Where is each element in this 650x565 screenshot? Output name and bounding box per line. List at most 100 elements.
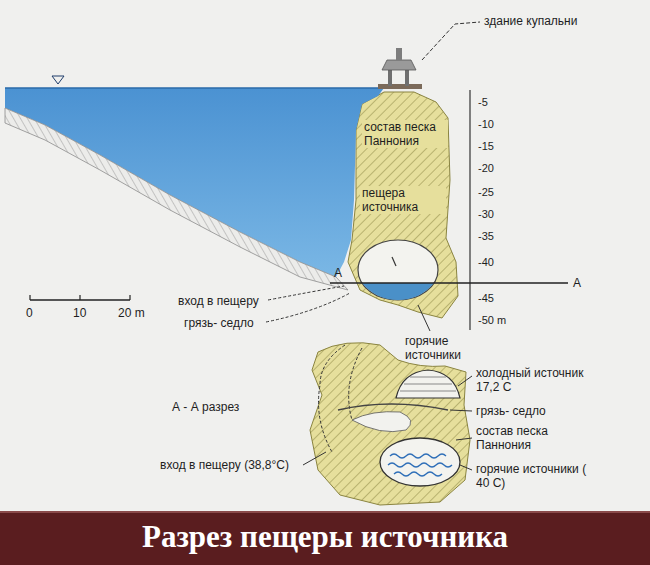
cave-water [362, 283, 434, 300]
scale-value-holder: 10 [73, 306, 86, 320]
layer-label: состав песка Паннония [362, 120, 448, 148]
depth-scale [469, 90, 470, 330]
depth-mark-holder: -30 [478, 208, 494, 221]
leader-line [303, 452, 326, 465]
mud-label-holder: грязь- седло [184, 316, 254, 330]
depth-mark: -20 [478, 162, 494, 175]
depth-mark-holder: -45 [478, 292, 494, 305]
section-sand [310, 343, 470, 505]
depth-mark: -25 [478, 186, 494, 199]
section-title-holder: А - А разрез [172, 400, 239, 414]
building-label-holder: здание купальни [484, 14, 577, 28]
leader-line [422, 22, 480, 60]
sign-ground [0, 0, 650, 512]
hot-spring [380, 438, 460, 486]
hot-spring-water [388, 463, 452, 467]
depth-mark-holder: -10 [478, 118, 494, 131]
bathhouse-deck [378, 84, 422, 89]
mud-saddle [338, 404, 448, 410]
water-level-symbol [52, 76, 64, 84]
scale-value: 0 [26, 306, 33, 320]
depth-mark-holder: -40 [478, 256, 494, 269]
depth-mark: -35 [478, 230, 494, 243]
bathhouse-chimney [396, 48, 402, 60]
layer-label-holder: состав песка Паннония [476, 424, 566, 452]
entrance-label: вход в пещеру (38,8°С) [160, 458, 289, 472]
spring-label: горячие источники ( 40 С) [476, 462, 594, 490]
spring-label-holder: горячие источники ( 40 С) [476, 462, 594, 490]
layer-label: состав песка Паннония [476, 424, 566, 452]
building-label: здание купальни [484, 14, 577, 28]
lake-water [5, 88, 384, 277]
cave-contour [349, 348, 362, 420]
scale-value: 20 m [118, 306, 145, 320]
hot-spring-water [390, 454, 446, 458]
leader-line [418, 305, 430, 331]
scale-tick [79, 295, 80, 300]
leader-line [456, 438, 472, 440]
cold-spring-line [400, 391, 456, 392]
cave-passage [352, 412, 411, 432]
section-marker-holder: A [573, 276, 581, 290]
layer-label-holder: состав песка Паннония [362, 120, 448, 148]
section-marker-holder: A [334, 266, 342, 280]
lake-bank [5, 108, 348, 290]
depth-mark-holder: -50 m [478, 314, 506, 327]
mud-label-holder: грязь- седло [476, 404, 546, 418]
cave-label: пещера источника [360, 186, 446, 214]
spring-label: горячие источники [405, 334, 485, 362]
spring-label-holder: холодный источник 17,2 С [476, 366, 594, 394]
entrance-label-holder: вход в пещеру (38,8°С) [160, 458, 289, 472]
leader-line [450, 410, 472, 411]
mud-label: грязь- седло [476, 404, 546, 418]
depth-mark-holder: -35 [478, 230, 494, 243]
title-text: Разрез пещеры источника [0, 514, 650, 560]
title-band [0, 512, 650, 565]
bathhouse-roof [382, 60, 416, 70]
depth-mark-holder: -5 [478, 96, 488, 109]
depth-mark-holder: -20 [478, 162, 494, 175]
cold-spring-line [410, 377, 446, 378]
leader-line [458, 376, 472, 386]
cave-mark [392, 257, 396, 266]
spring-label: холодный источник 17,2 С [476, 366, 594, 394]
bathhouse-post [405, 70, 409, 86]
spring-cave [358, 240, 438, 300]
leader-line [268, 286, 344, 300]
entrance-label-holder: вход в пещеру [178, 294, 259, 308]
sand-column [348, 92, 458, 318]
depth-mark: -30 [478, 208, 494, 221]
scale-value-holder: 20 m [118, 306, 145, 320]
section-marker: A [573, 276, 581, 290]
scale-tick [129, 295, 130, 300]
depth-mark: -15 [478, 140, 494, 153]
depth-mark-holder: -15 [478, 140, 494, 153]
entrance-label: вход в пещеру [178, 294, 259, 308]
title-band-edge [0, 511, 650, 513]
cave-label-holder: пещера источника [360, 186, 446, 214]
section-marker: A [334, 266, 342, 280]
scale-value: 10 [73, 306, 86, 320]
leader-line [266, 293, 350, 322]
scale-value-holder: 0 [26, 306, 33, 320]
depth-mark: -50 m [478, 314, 506, 327]
cold-spring-line [404, 384, 452, 385]
depth-mark-holder: -25 [478, 186, 494, 199]
depth-mark: -5 [478, 96, 488, 109]
section-title: А - А разрез [172, 400, 239, 414]
cave-contour [319, 345, 346, 452]
leader-line [460, 465, 472, 470]
spring-label-holder: горячие источники [405, 334, 485, 362]
cold-spring [396, 370, 460, 398]
depth-mark: -10 [478, 118, 494, 131]
depth-mark: -45 [478, 292, 494, 305]
depth-mark: -40 [478, 256, 494, 269]
title-holder: Разрез пещеры источника [0, 514, 650, 560]
water-surface [5, 87, 384, 89]
scale-tick [29, 295, 30, 300]
mud-label: грязь- седло [184, 316, 254, 330]
hot-spring-water [394, 472, 442, 476]
bathhouse-post [388, 70, 392, 86]
